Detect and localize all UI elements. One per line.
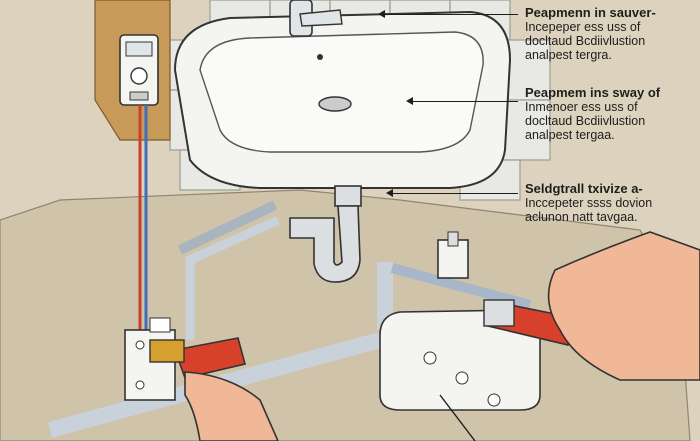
callout-1-line-1: Incepeper ess uss of	[525, 20, 641, 34]
callout-3-line-1: Inccepeter ssss dovion	[525, 196, 653, 210]
p-trap-icon	[289, 185, 362, 283]
callout-2-line-3: analpest tergaa.	[525, 128, 615, 142]
callout-3-heading: Seldgtrall txivize a-	[525, 181, 643, 196]
callout-1: Peapmenn in sauver- Incepeper ess uss of…	[525, 5, 656, 63]
callout-3-line-2: aclunon natt tavgaa.	[525, 210, 638, 224]
hand-left-icon	[184, 371, 279, 441]
callout-1-heading: Peapmenn in sauver-	[525, 5, 656, 20]
access-panel	[379, 309, 541, 411]
sink-basin-icon	[173, 10, 512, 189]
drain-icon	[318, 96, 352, 112]
callout-2: Peapmem ins sway of Inmenoer ess uss of …	[525, 85, 661, 143]
wall-thermostat-icon	[119, 34, 159, 106]
callout-1-line-3: analpest tergra.	[525, 48, 612, 62]
callout-pointer-1	[378, 10, 518, 18]
callout-pointer-2	[406, 97, 518, 105]
callout-2-heading: Peapmem ins sway of	[525, 85, 661, 100]
shutoff-valve-icon	[437, 231, 469, 279]
callout-pointer-3	[386, 189, 518, 197]
callout-2-line-2: docltaud Bcdiivlustion	[525, 114, 646, 128]
callout-3: Seldgtrall txivize a- Inccepeter ssss do…	[525, 181, 653, 225]
callout-1-line-2: docltaud Bcdiivlustion	[525, 34, 646, 48]
callout-2-line-1: Inmenoer ess uss of	[525, 100, 638, 114]
faucet-icon	[289, 0, 343, 37]
hand-right-icon	[547, 231, 700, 381]
pipe-wrench-right-icon	[483, 299, 576, 346]
